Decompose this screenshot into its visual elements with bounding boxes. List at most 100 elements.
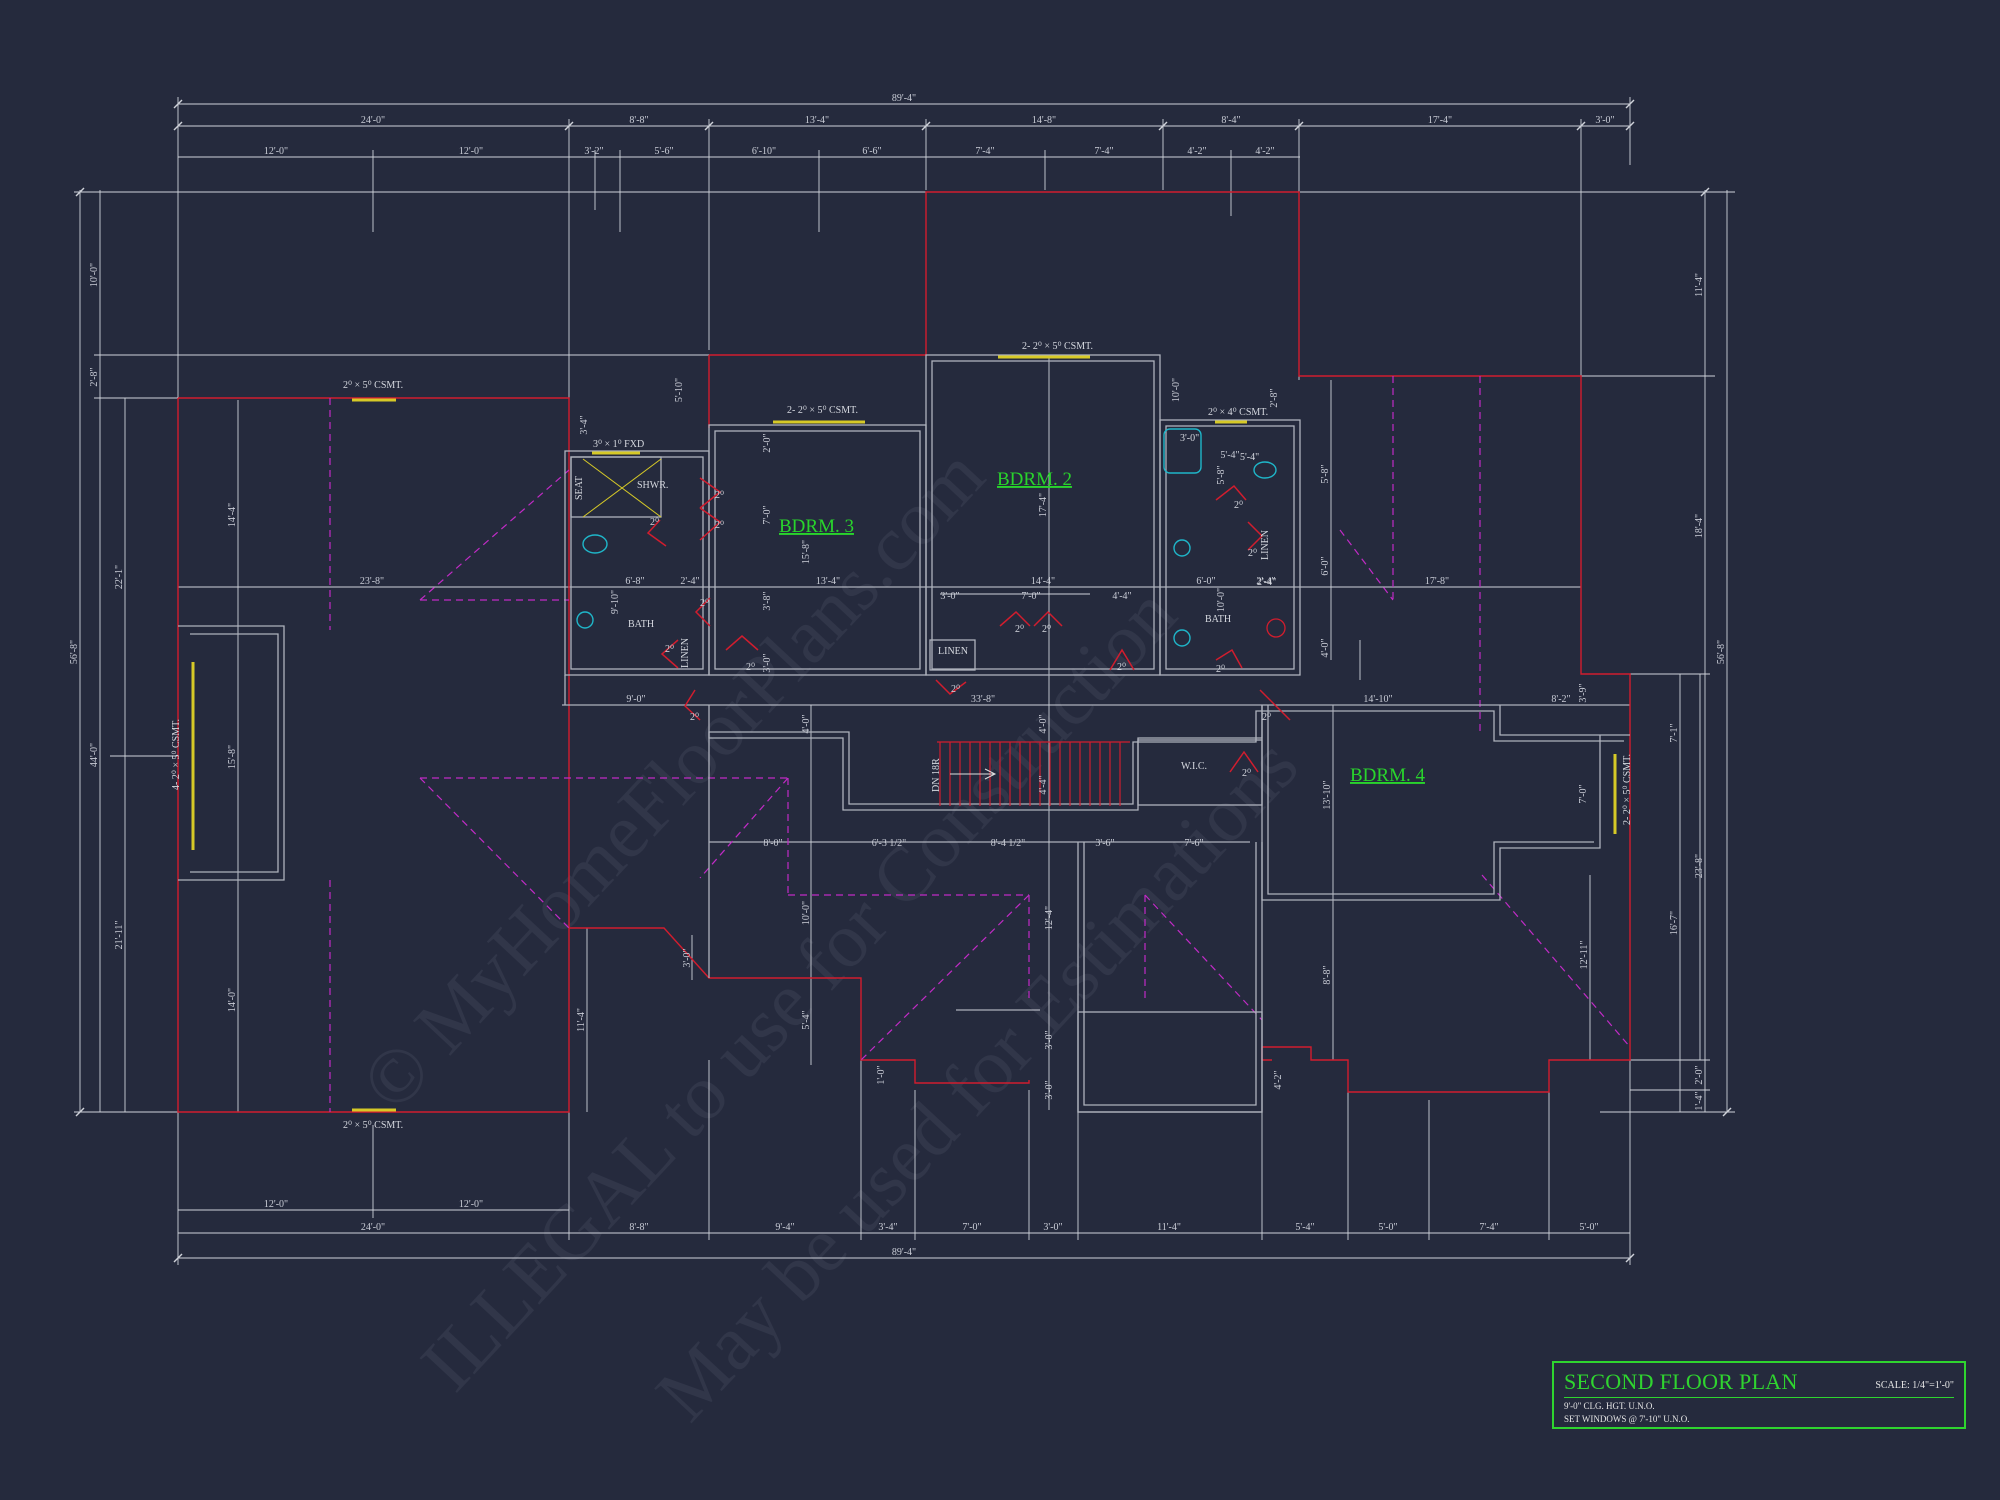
dim-h-23-8: 23'-8" <box>360 576 384 587</box>
dim-bottom-row2-4: 3'-4" <box>878 1222 897 1233</box>
watermark-line1: © MyHomeFloorPlans.com <box>344 431 1001 1126</box>
window-label-bottom-left: 2⁰ × 5⁰ CSMT. <box>343 1120 403 1131</box>
dim-h-14-4: 14'-4" <box>1031 576 1055 587</box>
dim-v-13-10: 13'-10" <box>1322 780 1333 809</box>
room-labels: BDRM. 2 BDRM. 3 BDRM. 4 BATH BATH W.I.C.… <box>574 469 1425 792</box>
dim-right-f: 2'-0" <box>1694 1065 1705 1084</box>
door-label: 2⁰ <box>1042 624 1051 635</box>
dim-ticks <box>75 99 1732 1263</box>
ceiling-note: 9'-0" CLG. HGT. U.N.O. <box>1564 1401 1655 1411</box>
door-labels: 2⁰ 2⁰ 2⁰ 2⁰ 2⁰ 2⁰ 2⁰ 2⁰ 2⁰ 2⁰ 2⁰ 2⁰ 2⁰ 2… <box>650 433 1276 779</box>
dim-bottom-row2-6: 3'-0" <box>1043 1222 1062 1233</box>
door-label: 2⁰ <box>1117 662 1126 673</box>
stair-arrow <box>950 768 997 780</box>
dim-bottom-row2-5: 7'-0" <box>962 1222 981 1233</box>
sink-icon-2 <box>1173 539 1191 557</box>
room-linen2: LINEN <box>680 638 691 668</box>
dim-v-12-11: 12'-11" <box>1579 941 1590 970</box>
dim-h-33-8: 33'-8" <box>971 694 995 705</box>
door-label: 2⁰ <box>1248 548 1257 559</box>
window-label-bath2: 2⁰ × 4⁰ CSMT. <box>1208 407 1268 418</box>
door-label: 2⁰ <box>690 712 699 723</box>
dim-v-7-0b: 7'-0" <box>762 505 773 524</box>
dim-top-row3-4: 5'-6" <box>654 146 673 157</box>
dim-h-14-10: 14'-10" <box>1363 694 1392 705</box>
dim-v-15-8b: 15'-8" <box>801 540 812 564</box>
dim-top-row3-7: 7'-4" <box>975 146 994 157</box>
dim-left-c: 22'-1" <box>114 565 125 589</box>
dim-v-6-0: 6'-0" <box>1320 556 1331 575</box>
plan-title: SECOND FLOOR PLAN <box>1564 1369 1798 1394</box>
window-note: SET WINDOWS @ 7'-10" U.N.O. <box>1564 1414 1690 1424</box>
dim-left-outer: 56'-8" <box>69 640 80 664</box>
room-linen3: LINEN <box>1260 530 1271 560</box>
dim-h-9-0: 9'-0" <box>626 694 645 705</box>
room-bath2: BATH <box>1205 614 1231 625</box>
dim-v-10-0b: 10'-0" <box>1216 588 1227 612</box>
dim-h-6-0: 6'-0" <box>1196 576 1215 587</box>
dim-h-7-0: 7'-0" <box>1021 591 1040 602</box>
door-label: 2⁰ <box>746 662 755 673</box>
dimension-lines <box>74 97 1735 1265</box>
dim-bottom-row2-8: 5'-4" <box>1295 1222 1314 1233</box>
dim-h-5-4: 5'-4" <box>1220 450 1239 461</box>
dim-v-3-0d: 3'-0" <box>682 948 693 967</box>
dim-right-e: 16'-7" <box>1669 911 1680 935</box>
dim-bottom-row2-7: 11'-4" <box>1157 1222 1181 1233</box>
dim-top-row3-8: 7'-4" <box>1094 146 1113 157</box>
dim-h-3-0: 3'-0" <box>940 591 959 602</box>
dim-right-a: 11'-4" <box>1694 273 1705 297</box>
toilet-icon-2 <box>1253 461 1277 479</box>
dimension-text: 89'-4" 24'-0" 8'-8" 13'-4" 14'-8" 8'-4" … <box>69 93 1727 1258</box>
dim-left-d: 21'-11" <box>114 921 125 950</box>
windows <box>191 355 1617 1112</box>
dim-h-6-3: 6'-3 1/2" <box>872 838 907 849</box>
dim-v-11-4: 11'-4" <box>576 1008 587 1032</box>
dim-h-4-4: 4'-4" <box>1112 591 1131 602</box>
dim-top-row3-9: 4'-2" <box>1187 146 1206 157</box>
dim-v-5-10: 5'-10" <box>674 378 685 402</box>
door-label: 2⁰ <box>1242 768 1251 779</box>
dim-top-row2-7: 3'-0" <box>1595 115 1614 126</box>
dim-v-4-0c: 4'-0" <box>1320 638 1331 657</box>
roof-dashed-lines <box>329 376 1631 1112</box>
dim-v-5-8: 5'-8" <box>1320 464 1331 483</box>
dim-h-13-4: 13'-4" <box>816 576 840 587</box>
dim-top-row3-10: 4'-2" <box>1255 146 1274 157</box>
door-label: 2⁰ <box>700 598 709 609</box>
title-rule <box>1564 1397 1954 1398</box>
room-bdrm2: BDRM. 2 <box>997 469 1072 490</box>
room-bdrm4: BDRM. 4 <box>1350 765 1425 786</box>
dim-h-8-0: 8'-0" <box>763 838 782 849</box>
dim-bottom-row2-3: 9'-4" <box>775 1222 794 1233</box>
interior-walls <box>178 354 1630 1113</box>
exterior-outline <box>177 191 1631 1113</box>
dim-top-row3-1: 12'-0" <box>264 146 288 157</box>
dim-h-8-4: 8'-4 1/2" <box>991 838 1026 849</box>
dim-right-d: 7'-1" <box>1669 723 1680 742</box>
dim-left-top: 10'-0" <box>89 263 100 287</box>
room-wic: W.I.C. <box>1181 761 1207 772</box>
dim-v-15-8: 15'-8" <box>227 745 238 769</box>
dim-v-3-9: 3'-9" <box>1578 683 1589 702</box>
dim-h-2-4b: 2'-4" <box>1256 576 1275 587</box>
dim-right-c: 23'-8" <box>1694 854 1705 878</box>
dim-top-row2-1: 24'-0" <box>361 115 385 126</box>
toilet-icon <box>582 534 608 554</box>
door-label: 2⁰ <box>665 644 674 655</box>
dim-top-row2-3: 13'-4" <box>805 115 829 126</box>
dim-v-2-0: 2'-0" <box>762 433 773 452</box>
title-block: SECOND FLOOR PLAN SCALE: 1/4"=1'-0" 9'-0… <box>1552 1361 1966 1429</box>
room-linen1: LINEN <box>938 646 968 657</box>
door-label: 2⁰ <box>715 490 724 501</box>
door-label: 2⁰ <box>715 520 724 531</box>
dim-top-row2-6: 17'-4" <box>1428 115 1452 126</box>
dim-h-6-8: 6'-8" <box>625 576 644 587</box>
dim-v-4-0b: 4'-0" <box>801 714 812 733</box>
dim-v-5-4: 5'-4" <box>801 1010 812 1029</box>
sink-icon <box>576 611 594 629</box>
dim-left-a: 2'-8" <box>89 367 100 386</box>
dim-right-g: 1'-4" <box>1694 1091 1705 1110</box>
dim-top-overall: 89'-4" <box>892 93 916 104</box>
bath-dim-vanity: 5'-4" <box>1240 452 1259 463</box>
